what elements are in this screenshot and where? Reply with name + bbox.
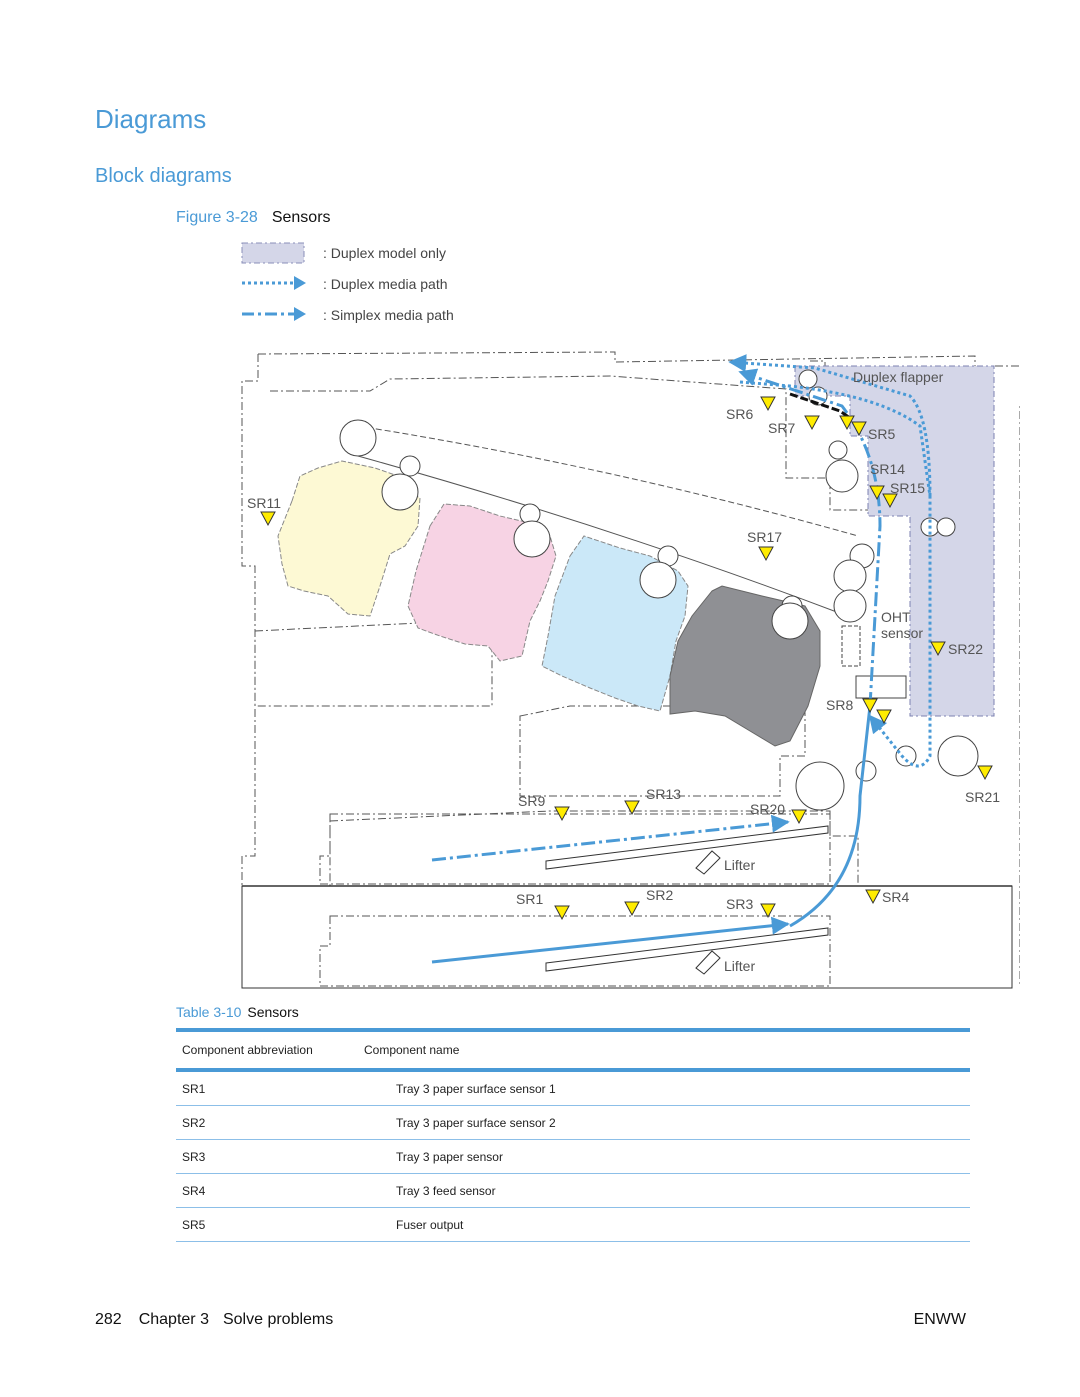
label-duplex-flapper: Duplex flapper — [853, 369, 944, 385]
sensors-table: Component abbreviation Component name SR… — [176, 1028, 970, 1242]
label-oht: OHT — [881, 609, 911, 625]
sensor-label-sr9: SR9 — [518, 793, 545, 809]
diagram-labels: Duplex flapper OHT sensor Lifter Lifter … — [247, 369, 1000, 974]
sensor-marker-sr8-b — [876, 709, 892, 725]
sensor-marker-sr13 — [624, 800, 640, 816]
footer-left: 282 Chapter 3 Solve problems — [95, 1311, 333, 1329]
section-heading: Block diagrams — [95, 165, 232, 187]
sensor-label-sr1: SR1 — [516, 891, 543, 907]
simplex-path-lower — [431, 916, 790, 964]
simplex-path-upper — [431, 814, 790, 862]
sensor-label-sr22: SR22 — [948, 641, 983, 657]
simplex-feed-path — [789, 705, 872, 928]
sensor-marker-sr21 — [977, 765, 993, 781]
table-row: SR1 Tray 3 paper surface sensor 1 — [176, 1070, 970, 1106]
label-oht-sensor: sensor — [881, 625, 923, 641]
legend-simplex-path-label: : Simplex media path — [323, 307, 454, 323]
duplex-module — [794, 365, 995, 717]
sensor-marker-sr11 — [260, 511, 276, 527]
table-caption: Table 3-10 Sensors — [176, 1004, 299, 1020]
cell-name: Tray 3 paper surface sensor 2 — [350, 1105, 970, 1140]
figure-caption: Figure 3-28 Sensors — [176, 209, 331, 227]
cell-name: Tray 3 feed sensor — [350, 1173, 970, 1208]
cell-name: Tray 3 paper surface sensor 1 — [350, 1070, 970, 1106]
cell-name: Tray 3 paper sensor — [350, 1139, 970, 1174]
table-title: Sensors — [247, 1004, 299, 1020]
column-header-abbreviation: Component abbreviation — [176, 1028, 350, 1072]
oht-sensor-box — [841, 625, 861, 667]
tray-area — [319, 813, 831, 987]
sensor-marker-sr14 — [869, 485, 885, 501]
sensor-marker-sr3 — [760, 903, 776, 919]
footer-section: Solve problems — [222, 1311, 334, 1328]
paper-paths — [431, 354, 932, 964]
cell-name: Fuser output — [350, 1207, 970, 1242]
duplex-return-path — [728, 354, 932, 497]
legend-duplex-model-swatch — [241, 242, 305, 264]
cell-abbreviation: SR5 — [176, 1207, 350, 1242]
sensor-diagram: : Duplex model only : Duplex media path … — [241, 242, 1020, 989]
page-heading: Diagrams — [95, 104, 207, 134]
lifter-plates — [545, 825, 829, 975]
sensor-marker-sr5-b — [851, 421, 867, 437]
sensor-marker-sr7 — [804, 415, 820, 431]
table-row: SR2 Tray 3 paper surface sensor 2 — [176, 1105, 970, 1140]
footer-right: ENWW — [913, 1311, 966, 1328]
cell-abbreviation: SR2 — [176, 1105, 350, 1140]
sensor-label-sr17: SR17 — [747, 529, 782, 545]
sensor-label-sr13: SR13 — [646, 786, 681, 802]
sensor-label-sr4: SR4 — [882, 889, 909, 905]
page-number: 282 — [95, 1311, 122, 1328]
table-row: SR4 Tray 3 feed sensor — [176, 1173, 970, 1208]
table-row: SR3 Tray 3 paper sensor — [176, 1139, 970, 1174]
sensor-label-sr15: SR15 — [890, 480, 925, 496]
sensor-marker-sr20 — [791, 809, 807, 825]
sensor-marker-sr4 — [865, 889, 881, 905]
sensor-marker-sr8 — [862, 698, 878, 714]
sensor-label-sr6: SR6 — [726, 406, 753, 422]
table-row: SR5 Fuser output — [176, 1207, 970, 1242]
figure-number: Figure 3-28 — [176, 209, 258, 226]
legend-duplex-model-label: : Duplex model only — [323, 245, 446, 261]
footer-chapter: Chapter 3 — [138, 1311, 209, 1328]
legend-simplex-path-arrow — [294, 307, 306, 321]
transfer-belt — [357, 425, 859, 615]
sr8-sensor-box — [855, 675, 907, 699]
legend-duplex-path-arrow — [294, 276, 306, 290]
label-lifter-upper: Lifter — [724, 857, 755, 873]
table-header-row: Component abbreviation Component name — [176, 1028, 970, 1072]
cell-abbreviation: SR3 — [176, 1139, 350, 1174]
sensor-label-sr14: SR14 — [870, 461, 905, 477]
column-header-name: Component name — [350, 1028, 970, 1072]
label-lifter-lower: Lifter — [724, 958, 755, 974]
sensor-marker-sr15 — [882, 493, 898, 509]
cell-abbreviation: SR1 — [176, 1070, 350, 1106]
sensor-label-sr5: SR5 — [868, 426, 895, 442]
sensor-marker-sr22 — [930, 641, 946, 657]
sensor-label-sr11: SR11 — [247, 495, 281, 511]
sensor-markers — [260, 396, 993, 921]
tray3-frame — [241, 885, 1013, 989]
simplex-main-path — [738, 368, 882, 707]
sensor-marker-sr6 — [760, 396, 776, 412]
sensor-marker-sr5-a — [839, 415, 855, 431]
sensor-label-sr8: SR8 — [826, 697, 853, 713]
sensor-marker-sr9 — [554, 806, 570, 822]
sensor-label-sr20: SR20 — [750, 801, 785, 817]
sensor-label-sr2: SR2 — [646, 887, 673, 903]
legend: : Duplex model only : Duplex media path … — [241, 242, 454, 323]
sensor-label-sr21: SR21 — [965, 789, 1000, 805]
figure-title: Sensors — [271, 209, 331, 226]
sensor-marker-sr17 — [758, 546, 774, 562]
duplex-path — [739, 380, 932, 768]
sensor-marker-sr1 — [554, 905, 570, 921]
legend-duplex-path-label: : Duplex media path — [323, 276, 448, 292]
cell-abbreviation: SR4 — [176, 1173, 350, 1208]
sensor-marker-sr2 — [624, 901, 640, 917]
sensor-label-sr3: SR3 — [726, 896, 753, 912]
table-number: Table 3-10 — [176, 1004, 242, 1020]
sensor-label-sr7: SR7 — [768, 420, 795, 436]
